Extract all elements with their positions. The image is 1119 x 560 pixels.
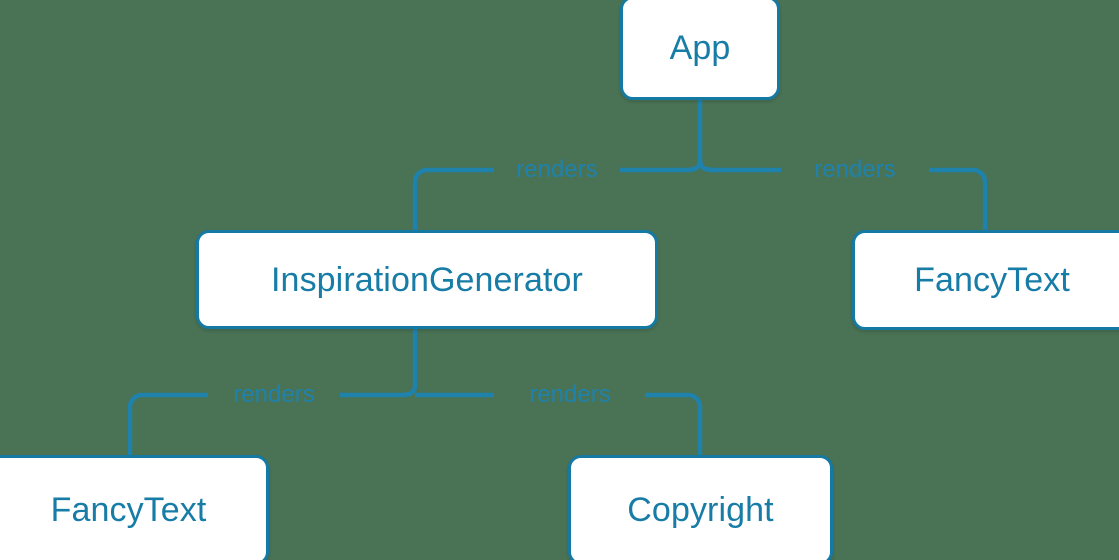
edge-app-inspiration-rail-outer [412, 167, 494, 230]
node-inspiration-generator[interactable]: InspirationGenerator [196, 230, 658, 329]
edge-label-inspiration-copyright: renders [529, 381, 611, 408]
edge-app-fillet-left [683, 159, 703, 173]
node-app-label: App [669, 29, 731, 67]
node-fancytext-bottom[interactable]: FancyText [0, 455, 269, 560]
node-copyright-label: Copyright [627, 491, 774, 529]
node-fancytext-right-label: FancyText [914, 261, 1070, 299]
edge-inspiration-fancytext-rail-outer [127, 392, 208, 455]
node-copyright[interactable]: Copyright [568, 455, 833, 560]
edge-label-app-fancytext: renders [814, 156, 896, 183]
edge-inspiration-fillet-left [398, 384, 418, 398]
edge-app-fillet-right [697, 159, 717, 173]
edge-label-inspiration-fancytext: renders [233, 381, 315, 408]
edge-inspiration-copyright-rail-outer [645, 392, 703, 455]
edge-app-fancytext-rail-outer [929, 167, 988, 230]
node-app[interactable]: App [620, 0, 780, 100]
node-inspiration-generator-label: InspirationGenerator [271, 260, 583, 299]
edge-label-app-inspiration: renders [516, 156, 598, 183]
node-fancytext-bottom-label: FancyText [50, 491, 207, 529]
node-fancytext-right[interactable]: FancyText [852, 230, 1119, 330]
